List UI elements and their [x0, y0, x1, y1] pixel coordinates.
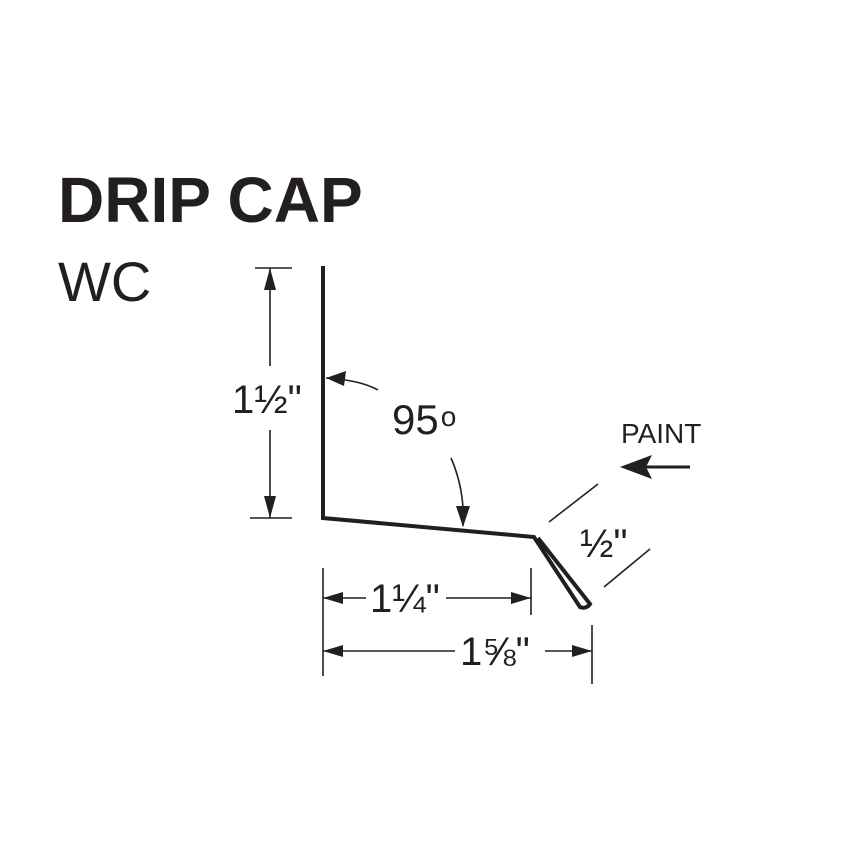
drip-leg-lower-extension: [603, 548, 651, 588]
angle-leader-bottom-arrowhead: [456, 506, 470, 527]
vertical-dimension-top-arrowhead: [264, 268, 276, 290]
drip-cap-profile: [321, 266, 593, 610]
overall-width-label: 1⅝": [460, 630, 530, 674]
overall-width-right-arrowhead: [572, 645, 592, 657]
drip-leg-upper-extension: [548, 483, 599, 523]
inner-width-right-arrowhead: [511, 592, 531, 604]
angle-leader-top-arrowhead: [326, 371, 346, 386]
paint-indicator: PAINT: [620, 418, 701, 479]
paint-arrow-head-icon: [620, 455, 652, 479]
vertical-dimension-label: 1½": [232, 378, 302, 422]
width-dimensions: 1¼" 1⅝": [322, 568, 593, 684]
overall-width-left-arrowhead: [323, 645, 343, 657]
angle-label: 95o: [392, 396, 456, 443]
angle-callout: 95o: [325, 371, 470, 527]
drip-leg-label: ½": [580, 522, 628, 566]
angle-unit: o: [441, 401, 457, 432]
vertical-dimension: 1½": [232, 267, 302, 519]
paint-label: PAINT: [621, 418, 701, 449]
vertical-dimension-bottom-arrowhead: [264, 496, 276, 518]
product-code: WC: [58, 250, 151, 313]
page-title: DRIP CAP: [58, 164, 363, 236]
angle-value: 95: [392, 396, 439, 443]
drip-leg-dimension: ½": [548, 483, 651, 588]
inner-width-left-arrowhead: [323, 592, 343, 604]
inner-width-label: 1¼": [370, 577, 440, 621]
